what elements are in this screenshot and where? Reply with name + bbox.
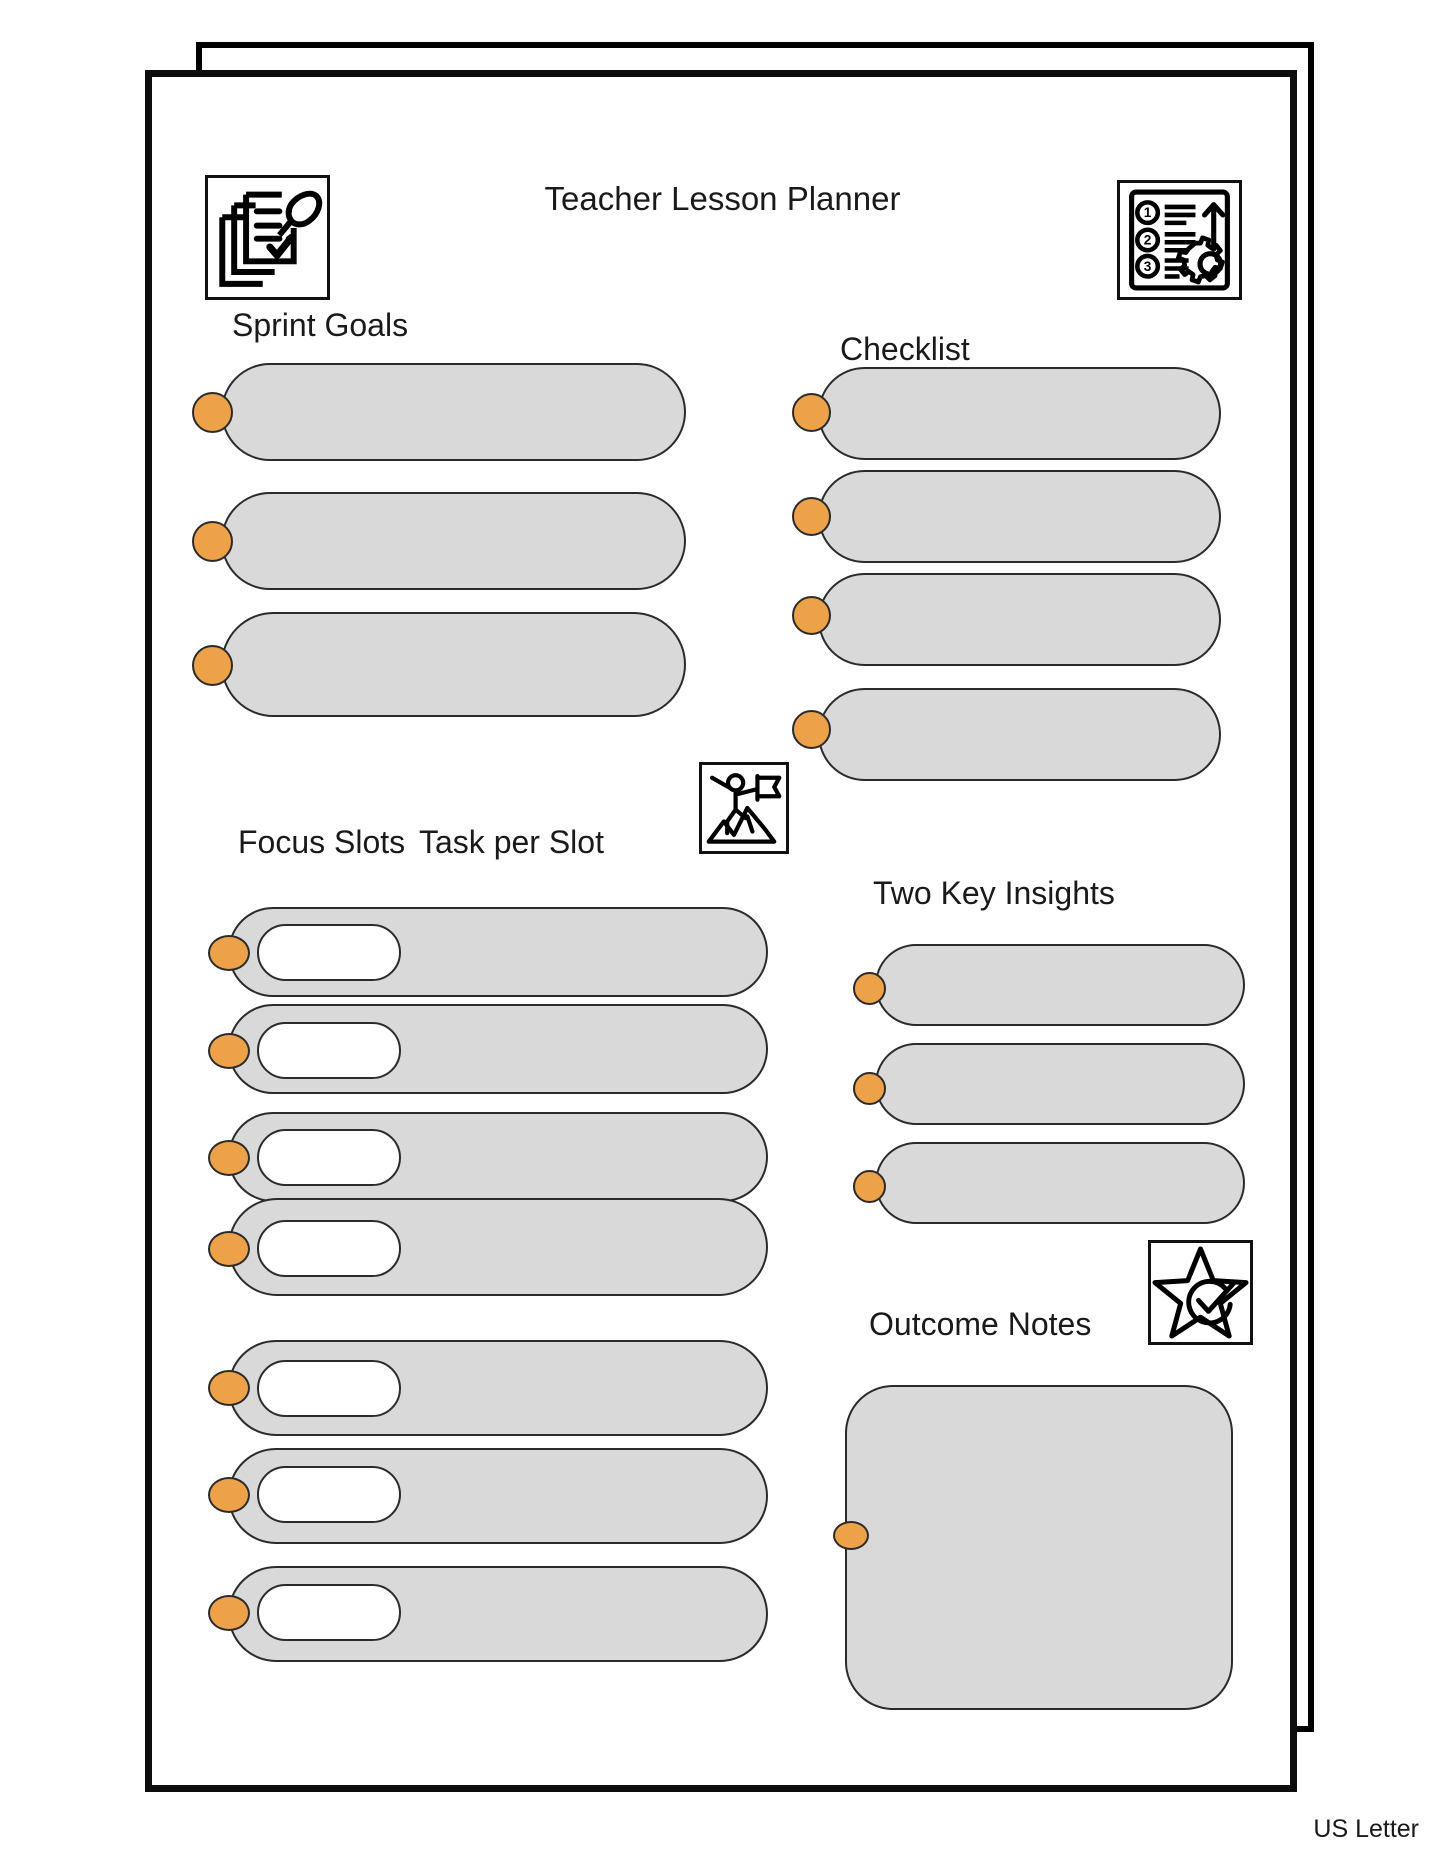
focus-slot-time-field[interactable] bbox=[257, 1022, 401, 1079]
checklist-bullet-dot bbox=[792, 393, 831, 432]
focus-slot-time-field[interactable] bbox=[257, 924, 401, 981]
pinned-checklist-pages-icon bbox=[205, 175, 330, 300]
key-insight-field[interactable] bbox=[875, 944, 1245, 1026]
section-label-checklist: Checklist bbox=[840, 331, 970, 367]
section-label-focus-slots: Focus Slots bbox=[238, 824, 406, 860]
page-size-label: US Letter bbox=[1313, 1815, 1419, 1843]
section-label-sprint-goals: Sprint Goals bbox=[232, 307, 409, 343]
key-insight-bullet-dot bbox=[853, 1170, 886, 1203]
sprint-goal-bullet-dot bbox=[192, 645, 233, 686]
checklist-field[interactable] bbox=[818, 688, 1221, 781]
focus-slot-time-field[interactable] bbox=[257, 1129, 401, 1186]
focus-slot-bullet-dot bbox=[208, 1477, 250, 1513]
outcome-notes-bullet-dot bbox=[833, 1521, 869, 1550]
mountain-summit-flag-icon bbox=[699, 762, 789, 854]
sprint-goal-bullet-dot bbox=[192, 392, 233, 433]
sprint-goal-field[interactable] bbox=[221, 363, 686, 461]
checklist-bullet-dot bbox=[792, 596, 831, 635]
checklist-bullet-dot bbox=[792, 497, 831, 536]
section-label-task-per-slot: Task per Slot bbox=[419, 824, 604, 860]
numbered-list-gear-icon: 1 2 3 bbox=[1117, 180, 1242, 300]
svg-text:3: 3 bbox=[1144, 259, 1152, 274]
focus-slot-time-field[interactable] bbox=[257, 1220, 401, 1277]
checklist-field[interactable] bbox=[818, 573, 1221, 666]
key-insight-bullet-dot bbox=[853, 1072, 886, 1105]
section-label-two-key-insights: Two Key Insights bbox=[873, 875, 1115, 911]
focus-slot-bullet-dot bbox=[208, 1140, 250, 1176]
focus-slot-bullet-dot bbox=[208, 1231, 250, 1267]
svg-text:1: 1 bbox=[1144, 205, 1152, 220]
key-insight-bullet-dot bbox=[853, 972, 886, 1005]
svg-text:2: 2 bbox=[1144, 233, 1152, 248]
checklist-field[interactable] bbox=[818, 367, 1221, 460]
page-title: Teacher Lesson Planner bbox=[544, 180, 901, 217]
focus-slot-time-field[interactable] bbox=[257, 1360, 401, 1417]
sprint-goal-field[interactable] bbox=[221, 612, 686, 717]
key-insight-field[interactable] bbox=[875, 1043, 1245, 1125]
focus-slot-bullet-dot bbox=[208, 1595, 250, 1631]
section-label-outcome-notes: Outcome Notes bbox=[869, 1306, 1092, 1342]
focus-slot-time-field[interactable] bbox=[257, 1584, 401, 1641]
key-insight-field[interactable] bbox=[875, 1142, 1245, 1224]
focus-slot-bullet-dot bbox=[208, 1033, 250, 1069]
checklist-bullet-dot bbox=[792, 710, 831, 749]
focus-slot-bullet-dot bbox=[208, 935, 250, 971]
focus-slot-bullet-dot bbox=[208, 1370, 250, 1406]
sprint-goal-field[interactable] bbox=[221, 492, 686, 590]
outcome-notes-field[interactable] bbox=[845, 1385, 1233, 1710]
focus-slot-time-field[interactable] bbox=[257, 1466, 401, 1523]
star-check-icon bbox=[1148, 1240, 1253, 1345]
checklist-field[interactable] bbox=[818, 470, 1221, 563]
sprint-goal-bullet-dot bbox=[192, 521, 233, 562]
